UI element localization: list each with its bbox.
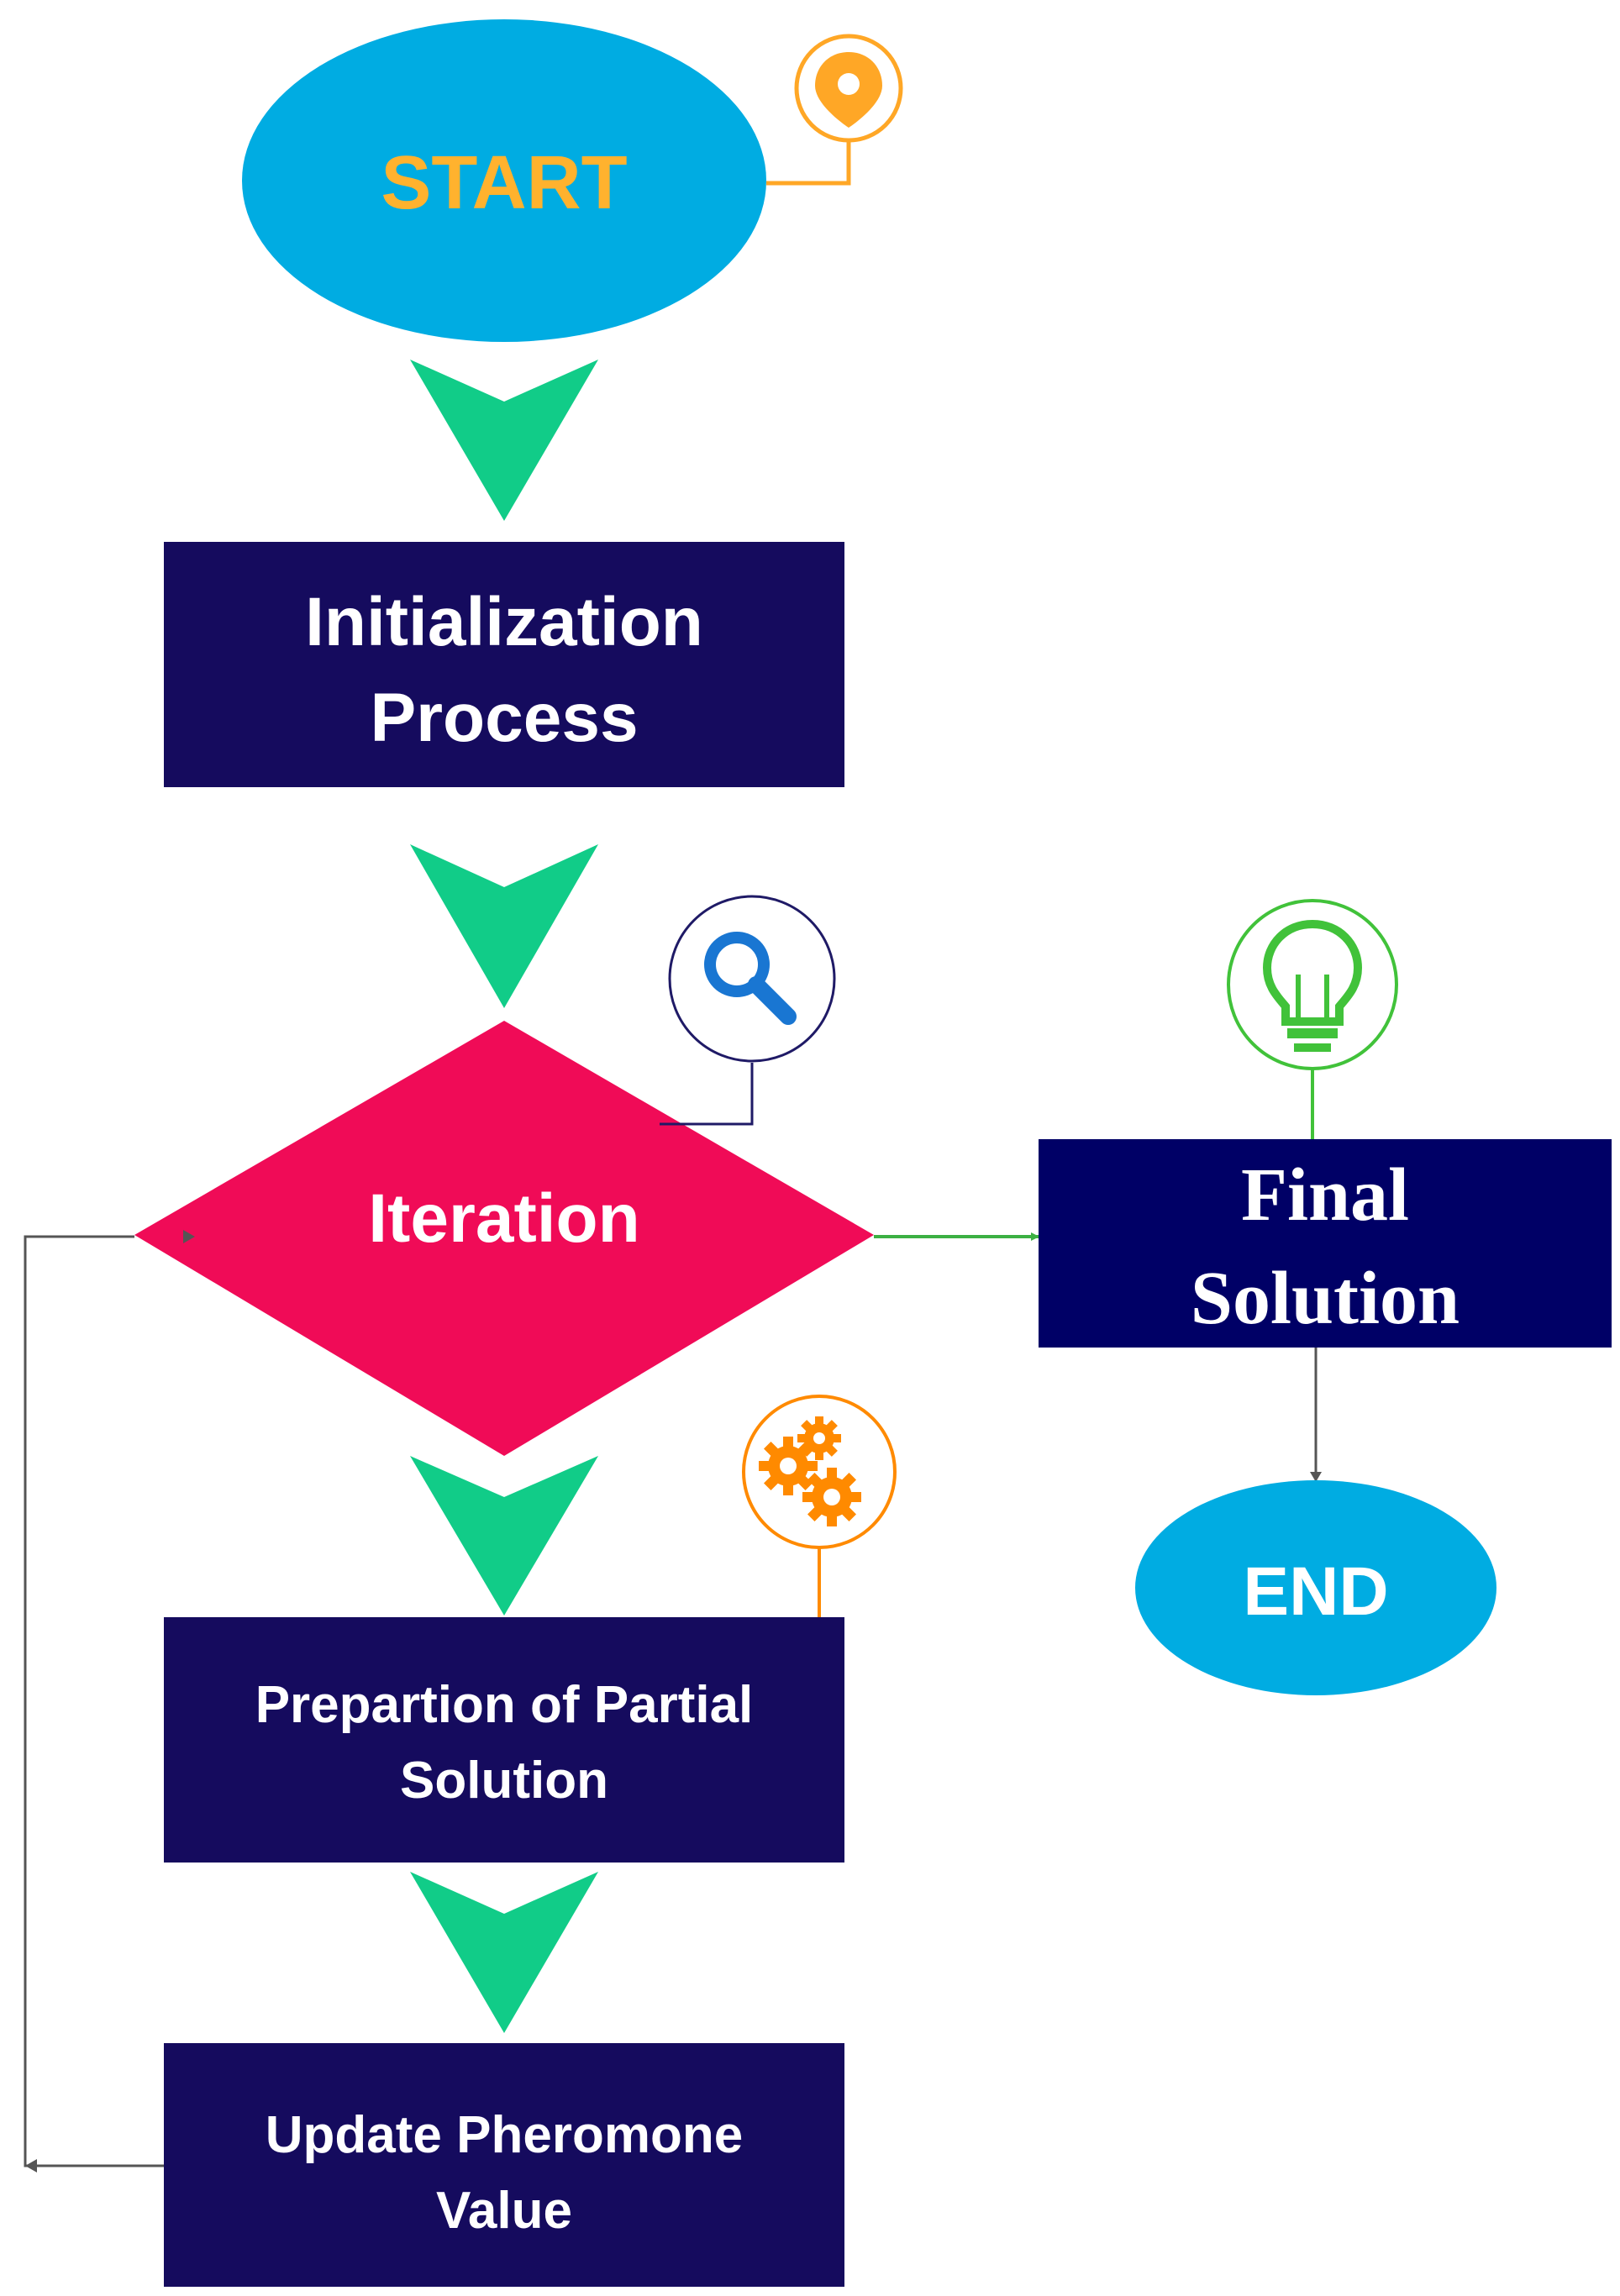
flow-arrow-2 [410, 844, 598, 1008]
init-label-line1: Initialization [305, 584, 703, 660]
flow-arrow-1 [410, 360, 598, 521]
final-label-line2: Solution [1191, 1257, 1460, 1340]
magnifier-icon [660, 895, 836, 1126]
final-label-line1: Final [1241, 1153, 1409, 1237]
flow-arrow-2-notch [410, 844, 598, 887]
location-pin-icon [766, 34, 903, 186]
gears-icon [742, 1395, 897, 1617]
iteration-decision: Iteration [134, 1021, 874, 1456]
init-label-line2: Process [370, 680, 638, 756]
update-label-line2: Value [436, 2182, 572, 2240]
final-solution-box: Final Solution [1039, 1139, 1612, 1348]
flow-arrow-4 [410, 1872, 598, 2033]
start-node: START [242, 19, 766, 342]
end-label: END [1243, 1553, 1388, 1630]
init-process-box: Initialization Process [164, 542, 844, 787]
loop-back-connector [24, 1230, 195, 2173]
start-ellipse [242, 19, 766, 342]
update-pheromone-box: Update Pheromone Value [164, 2043, 844, 2287]
flow-arrow-3 [410, 1456, 598, 1616]
partial-label-line1: Prepartion of Partial [255, 1676, 754, 1734]
flow-arrow-3-notch [410, 1456, 598, 1497]
flow-arrow-1-notch [410, 360, 598, 402]
final-to-end-arrowhead [1310, 1472, 1322, 1482]
update-label-line1: Update Pheromone [266, 2106, 743, 2164]
iteration-label: Iteration [368, 1180, 639, 1257]
end-node: END [1135, 1480, 1496, 1695]
lightbulb-icon [1227, 899, 1398, 1139]
partial-label-line2: Solution [400, 1752, 608, 1810]
partial-solution-box: Prepartion of Partial Solution [164, 1617, 844, 1863]
start-label: START [381, 141, 627, 225]
flow-arrow-4-notch [410, 1872, 598, 1914]
